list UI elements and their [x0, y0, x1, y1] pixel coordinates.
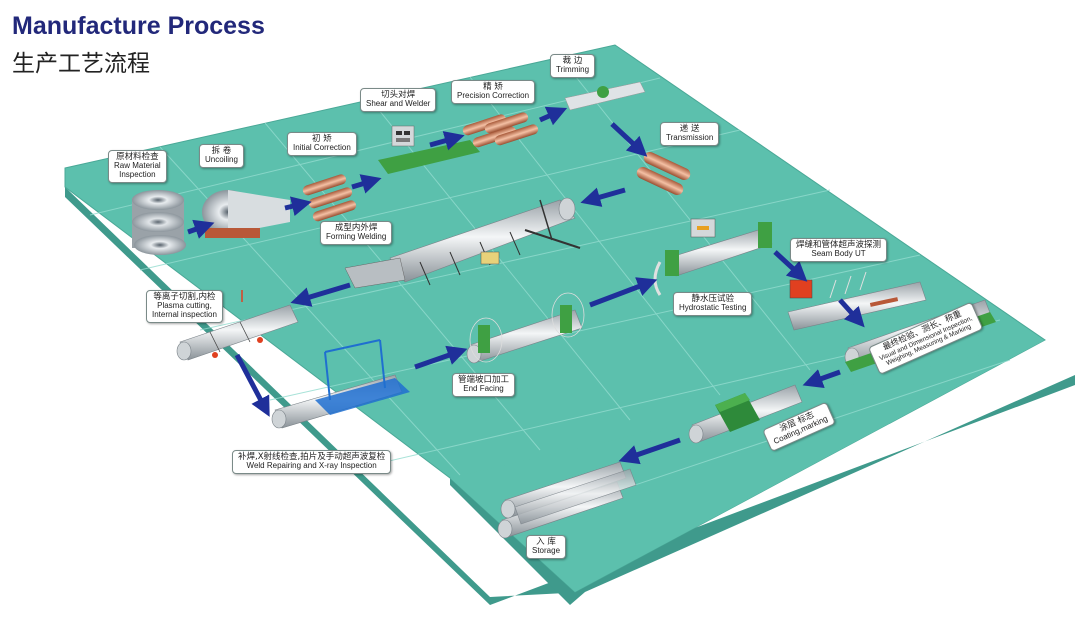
label-trimming: 裁 边 Trimming — [550, 54, 596, 79]
label-seam-ut: 焊缝和管体超声波探测 Seam Body UT — [790, 238, 888, 263]
storage-pipes — [497, 461, 637, 539]
initial-correction-rollers — [302, 174, 357, 222]
label-storage-cn: 入 库 — [536, 537, 556, 547]
label-endfacing-en: End Facing — [463, 384, 504, 394]
uncoiler — [202, 190, 290, 238]
label-hydro-cn: 静水压试验 — [691, 294, 734, 304]
label-forming-en: Forming Welding — [326, 232, 387, 242]
label-transmission-cn: 递 送 — [679, 124, 700, 134]
arrow-hydro-ut — [773, 250, 808, 282]
label-precision-correction: 精 矫 Precision Correction — [451, 80, 536, 105]
label-end-facing: 管端坡口加工 End Facing — [452, 373, 516, 398]
label-seam-cn: 焊缝和管体超声波探测 — [796, 240, 882, 250]
arrow-plasma-repair — [234, 353, 270, 417]
label-repair-en: Weld Repairing and X-ray Inspection — [246, 461, 377, 471]
label-raw-en: Raw Material Inspection — [114, 161, 161, 180]
label-uncoil-en: Uncoiling — [205, 155, 238, 165]
platform-lower — [450, 340, 1045, 592]
label-storage: 入 库 Storage — [526, 535, 567, 560]
label-initial-cn: 初 矫 — [312, 134, 332, 144]
label-plasma-en: Plasma cutting, Internal inspection — [152, 301, 217, 320]
label-storage-en: Storage — [532, 546, 561, 556]
title-en: Manufacture Process — [12, 12, 265, 40]
label-weld-repair: 补焊,X射线检查,拍片及手动超声波复检 Weld Repairing and X… — [232, 450, 392, 475]
weld-repair-station — [271, 339, 410, 429]
trimming-strip — [564, 81, 646, 111]
label-forming-cn: 成型内外焊 — [334, 223, 378, 233]
label-precision-en: Precision Correction — [457, 91, 530, 101]
label-endfacing-cn: 管端坡口加工 — [458, 375, 510, 385]
arrow-raw-uncoil — [187, 219, 215, 239]
coating-station — [688, 384, 803, 444]
label-raw-material: 原材料检查 Raw Material Inspection — [108, 150, 167, 183]
precision-correction-rollers — [462, 112, 539, 148]
arrow-final-coating — [802, 369, 841, 389]
arrow-trimming-transmission — [610, 122, 648, 157]
coil-stack — [132, 190, 186, 255]
label-shear-en: Shear and Welder — [366, 99, 431, 109]
end-facing-pipe — [466, 292, 585, 364]
plasma-pipe — [176, 290, 299, 361]
label-plasma-cn: 等离子切割,内检 — [153, 292, 216, 302]
arrow-precision-trimming — [538, 106, 568, 126]
arrow-shear-precision — [429, 131, 465, 151]
label-seam-en: Seam Body UT — [811, 249, 866, 259]
label-plasma-cutting: 等离子切割,内检 Plasma cutting, Internal inspec… — [146, 290, 223, 323]
arrow-repair-endfacing — [414, 345, 468, 370]
label-repair-cn: 补焊,X射线检查,拍片及手动超声波复检 — [238, 452, 386, 462]
arrow-transmission-forming — [580, 187, 626, 207]
label-initial-en: Initial Correction — [293, 143, 351, 153]
forming-pipe — [344, 197, 581, 289]
arrow-ut-final — [838, 298, 865, 328]
label-forming-welding: 成型内外焊 Forming Welding — [320, 221, 393, 246]
label-transmission: 递 送 Transmission — [660, 122, 720, 147]
label-shear-cn: 切头对焊 — [381, 90, 416, 100]
label-initial-correction: 初 矫 Initial Correction — [287, 132, 357, 157]
arrow-forming-plasma — [290, 282, 351, 307]
label-shear-welder: 切头对焊 Shear and Welder — [360, 88, 437, 113]
label-uncoil-cn: 拆 卷 — [211, 146, 232, 156]
label-trimming-cn: 裁 边 — [562, 56, 583, 66]
label-raw-cn: 原材料检查 — [116, 152, 159, 162]
flow-arrows — [187, 106, 865, 465]
hydrostatic-pipe — [653, 218, 773, 296]
arrow-uncoil-initial — [284, 196, 312, 217]
title-cn: 生产工艺流程 — [12, 51, 150, 77]
arrow-endfacing-hydro — [589, 277, 658, 308]
label-precision-cn: 精 矫 — [483, 82, 503, 92]
label-uncoiling: 拆 卷 Uncoiling — [199, 144, 244, 169]
label-hydrostatic: 静水压试验 Hydrostatic Testing — [673, 292, 753, 317]
transmission-rollers — [636, 151, 691, 196]
arrow-initial-shear — [351, 174, 382, 194]
label-trimming-en: Trimming — [556, 65, 590, 75]
label-hydro-en: Hydrostatic Testing — [679, 303, 747, 313]
arrow-coating-storage — [618, 437, 681, 465]
label-transmission-en: Transmission — [666, 133, 714, 143]
